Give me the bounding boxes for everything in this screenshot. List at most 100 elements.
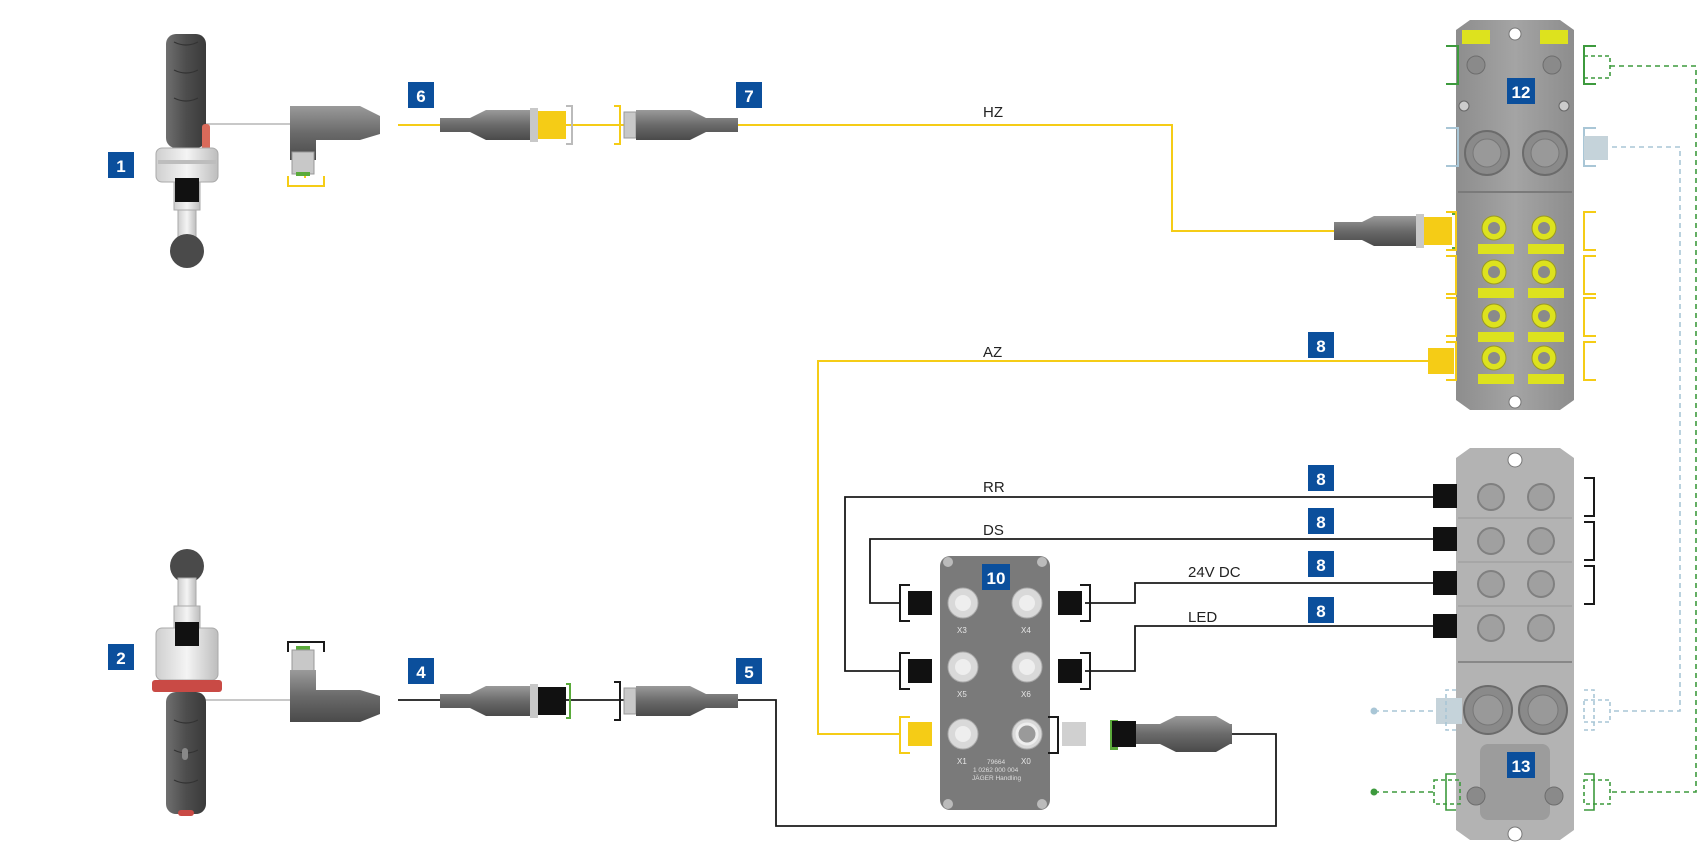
- badge-8c: 8: [1316, 513, 1325, 532]
- handle-1-connector: [175, 178, 199, 202]
- badge-10-box: [982, 564, 1010, 590]
- handle-1: [155, 34, 219, 268]
- badge-8d: 8: [1316, 556, 1325, 575]
- v24-black-plug: [1433, 571, 1457, 595]
- badge-12-box: [1507, 78, 1535, 104]
- wire-bottom-loop: [728, 699, 1277, 827]
- badge-1: 1: [116, 157, 125, 176]
- wire-rr: [844, 496, 1433, 672]
- wire-az: [817, 360, 1428, 735]
- plate-line-2: 1 0262 000 004: [973, 767, 1019, 774]
- handle-2: [152, 549, 222, 816]
- wire-label-hz: HZ: [983, 104, 1003, 121]
- wire-labels: HZ AZ RR DS 24V DC LED: [983, 104, 1241, 626]
- hz-connector-into-12: [1334, 216, 1416, 246]
- module-13: [1433, 448, 1611, 842]
- az-plug-x1: [908, 722, 932, 746]
- angle-connector-bottom: [290, 670, 380, 722]
- badge-13-box: [1507, 752, 1535, 778]
- badge-8e: 8: [1316, 602, 1325, 621]
- hz-yellow-plug: [1424, 217, 1452, 245]
- wire-led: [1085, 625, 1433, 672]
- port-label-x0: X0: [1021, 757, 1031, 766]
- badges: 1 2 6 7 4 5 8 8 8 8 8 10 12 13: [108, 78, 1535, 778]
- plate-line-1: 79664: [987, 759, 1005, 766]
- az-yellow-plug: [1428, 348, 1454, 374]
- plate-line-3: JÄGER Handling: [972, 774, 1022, 782]
- yellow-plug-6: [538, 111, 566, 139]
- badge-2-box: [108, 644, 134, 670]
- module-13-blue-plug-left: [1436, 698, 1462, 724]
- ds-plug-x3: [908, 591, 932, 615]
- badge-6-box: [408, 82, 434, 108]
- port-label-x3: X3: [957, 626, 967, 635]
- badge-8c-box: [1308, 508, 1334, 534]
- bracket-top-angle: [287, 176, 325, 187]
- green-dot: [1370, 788, 1378, 796]
- module-12-blue-plug: [1584, 136, 1608, 160]
- wire-hz: [305, 124, 1334, 232]
- led-black-plug: [1433, 614, 1457, 638]
- module-13-right-brackets: [1584, 477, 1595, 605]
- module-12-yellow-ports: [1478, 215, 1564, 384]
- port-label-x6: X6: [1021, 690, 1031, 699]
- wire-label-ds: DS: [983, 522, 1004, 539]
- badge-7-box: [736, 82, 762, 108]
- badge-12: 12: [1512, 83, 1531, 102]
- rr-black-plug: [1433, 484, 1457, 508]
- blue-dot: [1370, 707, 1378, 715]
- badge-5: 5: [744, 663, 753, 682]
- junction-ports: [947, 587, 1043, 750]
- badge-8a-box: [1308, 332, 1334, 358]
- badge-2: 2: [116, 649, 125, 668]
- badge-8b: 8: [1316, 470, 1325, 489]
- handle-2-knob: [170, 549, 204, 583]
- angle-connector-top: [290, 106, 380, 160]
- v24-plug-x4: [1058, 591, 1082, 615]
- badge-8b-box: [1308, 465, 1334, 491]
- badge-7: 7: [744, 87, 753, 106]
- wire-label-rr: RR: [983, 479, 1005, 496]
- cable-connector-4: [440, 686, 530, 716]
- bottom-cable-assembly: [287, 641, 738, 722]
- handle-1-knob: [170, 234, 204, 268]
- cable-connector-6: [440, 110, 530, 140]
- x0-black-plug: [1112, 721, 1136, 747]
- wire-green-dashed: [1610, 65, 1697, 793]
- rr-plug-x5: [908, 659, 932, 683]
- badge-8e-box: [1308, 597, 1334, 623]
- ds-black-plug: [1433, 527, 1457, 551]
- grey-plug-x0: [1062, 722, 1086, 746]
- wire-label-led: LED: [1188, 609, 1217, 626]
- port-label-x1: X1: [957, 757, 967, 766]
- top-cable-assembly: [287, 105, 738, 187]
- wire-label-24v: 24V DC: [1188, 564, 1241, 581]
- badge-8a: 8: [1316, 337, 1325, 356]
- module-12: [1334, 20, 1611, 410]
- wire-ds: [869, 538, 1433, 604]
- badge-8d-box: [1308, 551, 1334, 577]
- port-label-x5: X5: [957, 690, 967, 699]
- port-label-x4: X4: [1021, 626, 1031, 635]
- handle-1-collar: [155, 147, 219, 183]
- bracket-bottom-angle: [287, 641, 325, 652]
- led-plug-x6: [1058, 659, 1082, 683]
- cable-connector-7: [636, 110, 738, 140]
- wire-blue-dashed: [1612, 146, 1681, 712]
- badge-10: 10: [987, 569, 1006, 588]
- badge-4: 4: [416, 663, 426, 682]
- junction-box-10: X3 X4 X5 X6 X1 X0 79664 1 0262 000 004 J…: [899, 556, 1232, 810]
- cable-connector-5: [636, 686, 738, 716]
- badge-5-box: [736, 658, 762, 684]
- badge-6: 6: [416, 87, 425, 106]
- handle-1-grip: [166, 34, 206, 148]
- black-plug-4: [538, 687, 566, 715]
- badge-1-box: [108, 152, 134, 178]
- badge-4-box: [408, 658, 434, 684]
- badge-13: 13: [1512, 757, 1531, 776]
- wire-24v: [1085, 582, 1433, 604]
- handle-2-connector: [175, 622, 199, 646]
- wire-label-az: AZ: [983, 344, 1002, 361]
- x0-cable-connector: [1136, 716, 1232, 752]
